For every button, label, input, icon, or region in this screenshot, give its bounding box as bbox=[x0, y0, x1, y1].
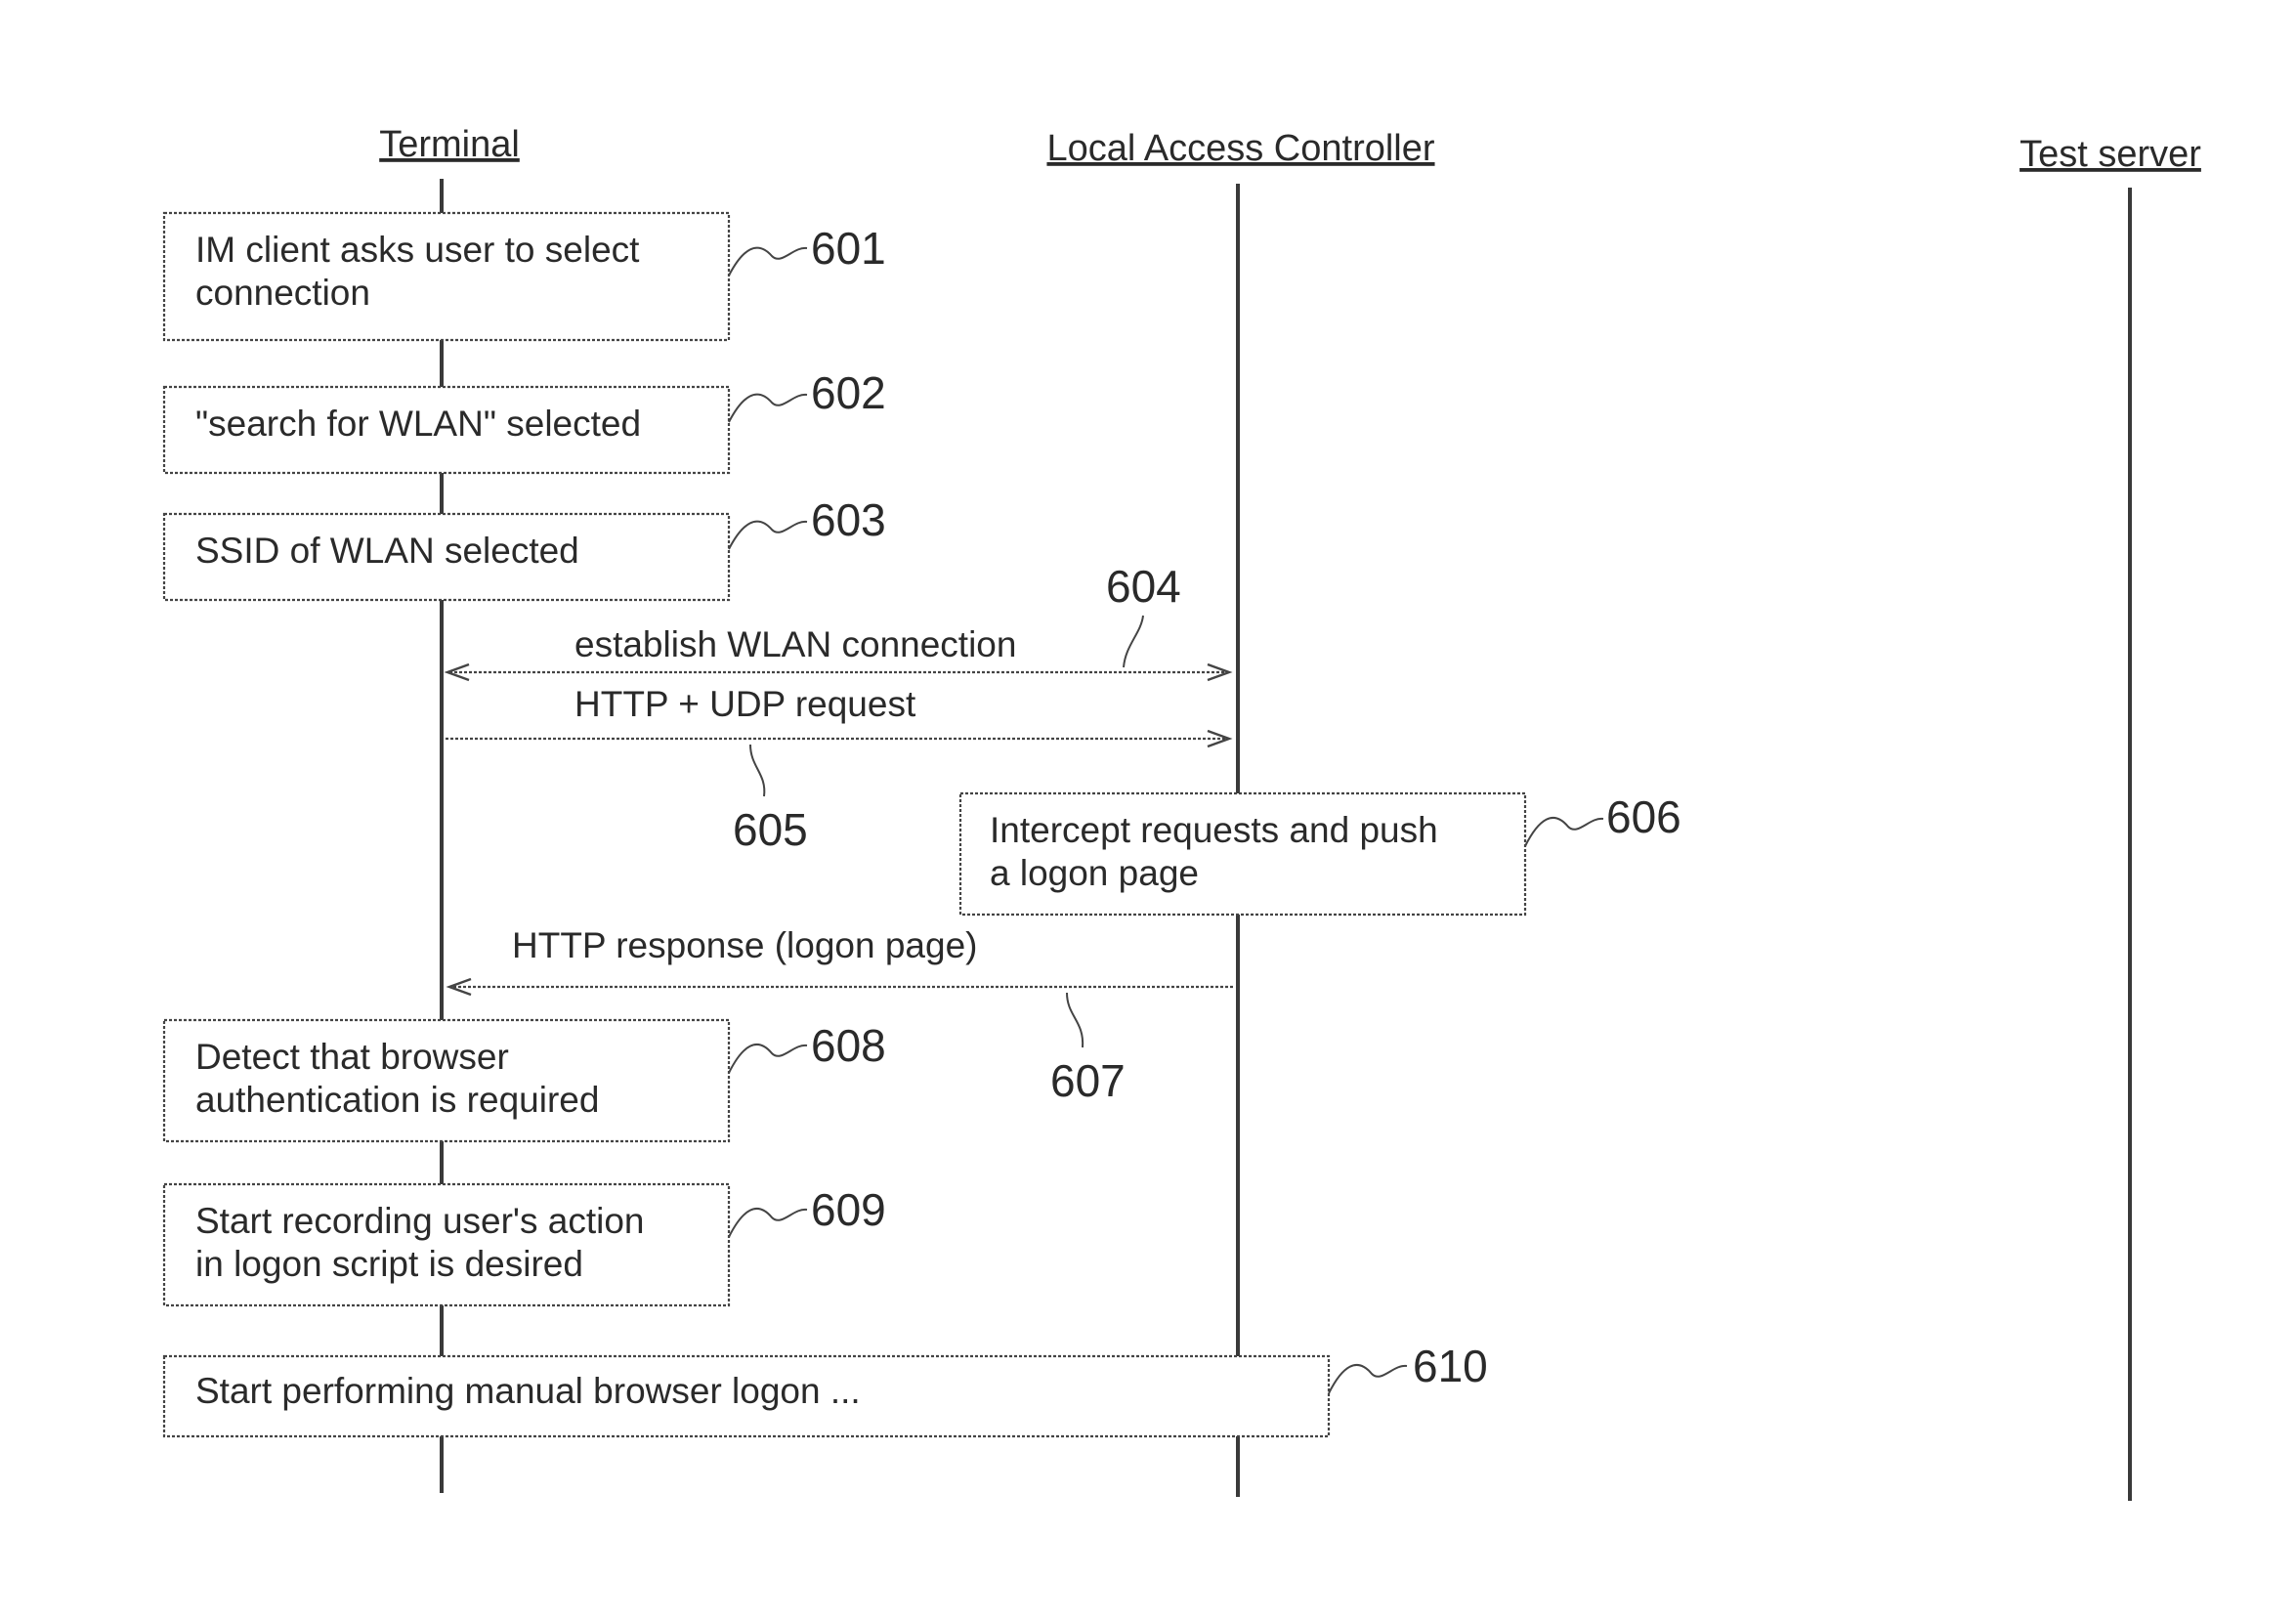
step-text: connection bbox=[195, 273, 370, 313]
step-box-606: Intercept requests and push a logon page… bbox=[960, 791, 1681, 915]
step-text: in logon script is desired bbox=[195, 1244, 583, 1284]
leader-line bbox=[1124, 616, 1143, 667]
step-text: Intercept requests and push bbox=[990, 810, 1438, 850]
step-box-603: SSID of WLAN selected 603 bbox=[164, 494, 886, 600]
step-box-610: Start performing manual browser logon ..… bbox=[164, 1341, 1488, 1436]
leader-line bbox=[1525, 818, 1603, 846]
ref-number-605: 605 bbox=[733, 804, 808, 855]
step-text: authentication is required bbox=[195, 1080, 599, 1120]
leader-line bbox=[1329, 1365, 1407, 1393]
step-text: "search for WLAN" selected bbox=[195, 404, 641, 444]
ref-number-606: 606 bbox=[1606, 791, 1681, 842]
message-label: HTTP response (logon page) bbox=[512, 925, 977, 965]
step-text: a logon page bbox=[990, 853, 1199, 893]
ref-number-609: 609 bbox=[811, 1184, 886, 1235]
step-box-602: "search for WLAN" selected 602 bbox=[164, 367, 886, 473]
message-label: establish WLAN connection bbox=[574, 624, 1016, 664]
ref-number-603: 603 bbox=[811, 494, 886, 545]
leader-line bbox=[729, 248, 807, 276]
ref-number-604: 604 bbox=[1106, 561, 1181, 612]
step-box-601: IM client asks user to select connection… bbox=[164, 213, 886, 340]
step-box-609: Start recording user's action in logon s… bbox=[164, 1184, 886, 1305]
leader-line bbox=[1067, 993, 1083, 1047]
step-text: Detect that browser bbox=[195, 1037, 509, 1077]
step-text: IM client asks user to select bbox=[195, 230, 640, 270]
step-text: SSID of WLAN selected bbox=[195, 531, 579, 571]
leader-line bbox=[729, 395, 807, 422]
leader-line bbox=[729, 1209, 807, 1237]
ref-number-602: 602 bbox=[811, 367, 886, 418]
leader-line bbox=[729, 522, 807, 549]
step-box-608: Detect that browser authentication is re… bbox=[164, 1020, 886, 1141]
ref-number-607: 607 bbox=[1050, 1055, 1126, 1106]
step-text: Start performing manual browser logon ..… bbox=[195, 1371, 861, 1411]
leader-line bbox=[750, 745, 764, 796]
leader-line bbox=[729, 1045, 807, 1073]
ref-number-608: 608 bbox=[811, 1020, 886, 1071]
step-text: Start recording user's action bbox=[195, 1201, 645, 1241]
ref-number-601: 601 bbox=[811, 223, 886, 274]
participant-local-access-controller: Local Access Controller bbox=[1046, 128, 1434, 169]
participant-test-server: Test server bbox=[2020, 134, 2201, 175]
ref-number-610: 610 bbox=[1413, 1341, 1488, 1391]
message-label: HTTP + UDP request bbox=[574, 684, 916, 724]
participant-terminal: Terminal bbox=[379, 124, 520, 165]
